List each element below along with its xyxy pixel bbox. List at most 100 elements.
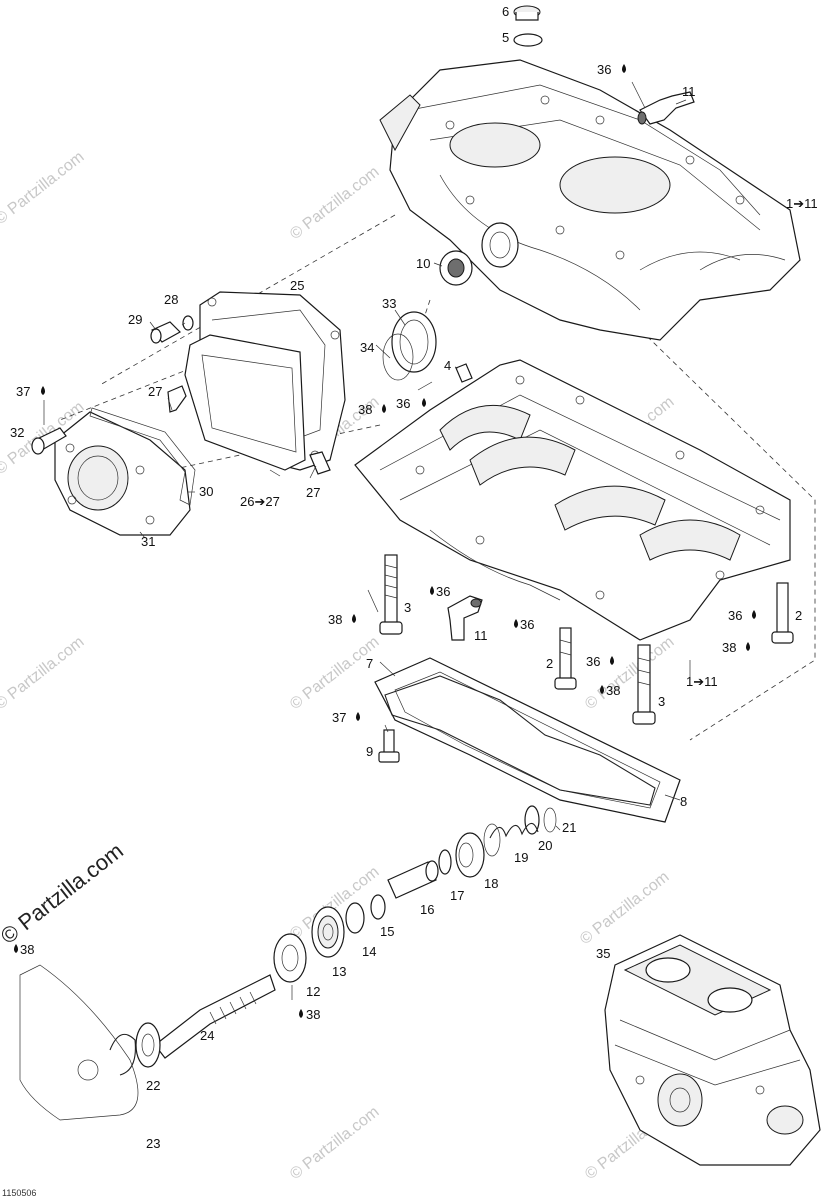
washer-14 [345, 902, 365, 934]
gear-22 [135, 1022, 161, 1068]
callout-26-27: 26➔27 [240, 494, 280, 509]
watermark: © Partzilla.com [0, 633, 87, 713]
callout-38: 38 [306, 1007, 320, 1022]
callout-38: 38 [20, 942, 34, 957]
hose-fitting-lower [447, 595, 483, 641]
callout-34: 34 [360, 340, 374, 355]
callout-12: 12 [306, 984, 320, 999]
callout-10: 10 [416, 256, 430, 271]
drop-icon [382, 404, 386, 413]
callout-23: 23 [146, 1136, 160, 1151]
figure-id: 1150506 [2, 1188, 36, 1198]
callout-31: 31 [141, 534, 155, 549]
callout-38: 38 [722, 640, 736, 655]
drop-icon [746, 642, 750, 651]
callout-30: 30 [199, 484, 213, 499]
callout-15: 15 [380, 924, 394, 939]
washer-17 [438, 849, 452, 875]
callout-36: 36 [586, 654, 600, 669]
callout-27: 27 [148, 384, 162, 399]
engine-assembly-35 [604, 934, 821, 1166]
callout-19: 19 [514, 850, 528, 865]
spring-19 [483, 822, 539, 857]
callout-37: 37 [16, 384, 30, 399]
callout-14: 14 [362, 944, 376, 959]
callout-22: 22 [146, 1078, 160, 1093]
callout-24: 24 [200, 1028, 214, 1043]
leader-lines [43, 81, 691, 1000]
callout-28: 28 [164, 292, 178, 307]
watermark: © Partzilla.com [287, 1103, 382, 1183]
screw-9 [378, 729, 400, 763]
callout-29: 29 [128, 312, 142, 327]
callout-6: 6 [502, 4, 509, 19]
callout-4: 4 [444, 358, 451, 373]
callout-38: 38 [328, 612, 342, 627]
callout-13: 13 [332, 964, 346, 979]
callout-16: 16 [420, 902, 434, 917]
assembly-guide-lines [59, 214, 816, 741]
watermark: © Partzilla.com [577, 868, 672, 948]
gasket-26 [184, 334, 306, 471]
callout-25: 25 [290, 278, 304, 293]
callout-20: 20 [538, 838, 552, 853]
callout-36: 36 [728, 608, 742, 623]
callout-labels: 6 5 36 11 1➔11 10 25 28 29 33 34 4 37 27… [10, 4, 818, 1151]
watermark: © Partzilla.com [287, 163, 382, 243]
drop-icon [299, 1009, 303, 1018]
callout-32: 32 [10, 425, 24, 440]
callout-8: 8 [680, 794, 687, 809]
drop-icon [430, 586, 434, 595]
manifold-31 [54, 411, 191, 536]
fitting-27 [167, 385, 187, 413]
callout-3: 3 [404, 600, 411, 615]
sleeve-16 [387, 860, 439, 899]
drop-icons [14, 64, 756, 1018]
crankcase-bolt-short [554, 627, 577, 690]
callout-38: 38 [358, 402, 372, 417]
callout-1-11: 1➔11 [686, 674, 718, 689]
hose-fitting-upper [637, 91, 695, 125]
callout-33: 33 [382, 296, 396, 311]
gasket-8 [384, 675, 656, 806]
upper-crankcase [379, 59, 801, 341]
oil-plug [513, 5, 541, 21]
drop-icon [514, 619, 518, 628]
callout-36: 36 [597, 62, 611, 77]
watermark: © Partzilla.com [287, 633, 382, 713]
callout-5: 5 [502, 30, 509, 45]
callout-36: 36 [520, 617, 534, 632]
seal-12 [273, 933, 307, 983]
callout-36: 36 [396, 396, 410, 411]
callout-7: 7 [366, 656, 373, 671]
drop-icon [41, 386, 45, 395]
lower-crankcase [354, 359, 791, 641]
callout-36: 36 [436, 584, 450, 599]
bearing-13 [311, 906, 345, 958]
drop-icon [356, 712, 360, 721]
callout-18: 18 [484, 876, 498, 891]
o-ring [513, 33, 543, 47]
watermark-large: © Partzilla.com [0, 838, 128, 949]
callout-17: 17 [450, 888, 464, 903]
drop-icon [14, 944, 18, 953]
dowel-pin [455, 363, 473, 383]
crank-seal-large [391, 311, 437, 373]
callout-37: 37 [332, 710, 346, 725]
drop-icon [610, 656, 614, 665]
drop-icon [422, 398, 426, 407]
screw-29 [150, 321, 181, 344]
watermark: © Partzilla.com [0, 148, 87, 228]
callout-27: 27 [306, 485, 320, 500]
callout-2: 2 [546, 656, 553, 671]
callout-1-11: 1➔11 [786, 196, 818, 211]
callout-9: 9 [366, 744, 373, 759]
circlip-22 [109, 1033, 136, 1076]
circlip-21 [543, 807, 557, 833]
crankcase-bolt-short [771, 582, 794, 644]
callout-3: 3 [658, 694, 665, 709]
drop-icon [352, 614, 356, 623]
callout-38: 38 [606, 683, 620, 698]
drop-icon [752, 610, 756, 619]
